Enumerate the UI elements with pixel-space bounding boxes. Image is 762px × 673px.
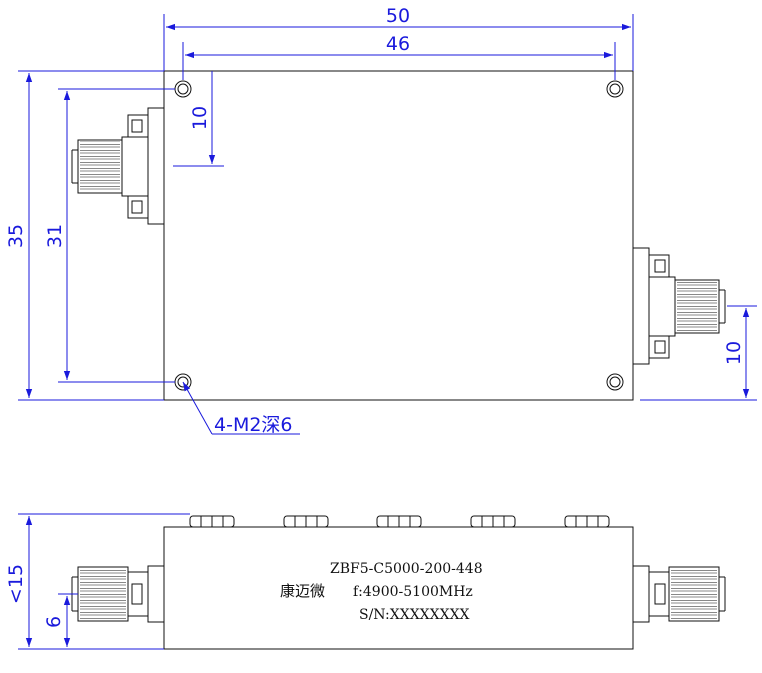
label-model: ZBF5-C5000-200-448 <box>330 561 483 577</box>
dim-height-overall: 35 <box>5 70 164 401</box>
dim-width-holes-text: 46 <box>386 33 410 55</box>
mounting-hole <box>174 80 192 98</box>
dim-width-overall-text: 50 <box>386 5 410 27</box>
label-brand: 康迈微 <box>280 582 325 600</box>
dim-hole-offset-text: 10 <box>189 106 211 130</box>
top-view-body <box>163 70 634 401</box>
dim-height-overall-text: 35 <box>5 224 27 248</box>
mounting-hole <box>606 80 624 98</box>
label-freq: f:4900-5100MHz <box>353 584 473 600</box>
tuning-screw <box>283 515 329 528</box>
label-serial: S/N:XXXXXXXX <box>359 607 470 623</box>
hole-callout: 4-M2深6 <box>182 381 300 436</box>
dim-width-overall: 50 <box>163 5 634 71</box>
left-connector-side <box>71 565 165 623</box>
hole-callout-text: 4-M2深6 <box>214 414 293 436</box>
tuning-screw <box>564 515 610 528</box>
dim-height-holes: 31 <box>44 88 175 383</box>
dim-right-connector-text: 10 <box>723 341 745 365</box>
tuning-screw <box>470 515 516 528</box>
tuning-screw <box>376 515 422 528</box>
dim-side-height-text: <15 <box>5 564 27 604</box>
dim-right-connector: 10 <box>640 305 757 401</box>
dim-side-connector-text: 6 <box>43 616 65 628</box>
side-view: ZBF5-C5000-200-448 康迈微 f:4900-5100MHz S/… <box>5 513 726 650</box>
mounting-hole <box>606 373 624 391</box>
dim-side-connector: 6 <box>43 593 78 647</box>
left-connector-top <box>71 107 165 225</box>
dim-side-height: <15 <box>5 513 190 650</box>
dim-hole-offset: 10 <box>173 71 224 167</box>
dim-width-holes: 46 <box>182 33 616 80</box>
tuning-screw <box>189 515 235 528</box>
right-connector-side <box>632 565 726 623</box>
right-connector-top <box>632 247 726 365</box>
dim-height-holes-text: 31 <box>44 224 66 248</box>
top-view: 50 46 35 31 10 <box>5 5 757 436</box>
